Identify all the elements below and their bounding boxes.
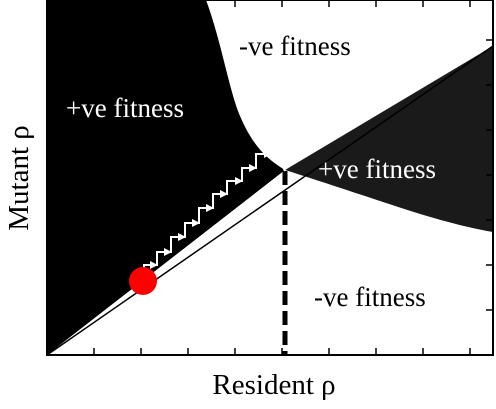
y-axis-label: Mutant ρ bbox=[3, 125, 35, 231]
x-axis-label: Resident ρ bbox=[212, 369, 335, 401]
label-positive-fitness-right: +ve fitness bbox=[318, 154, 436, 184]
label-positive-fitness-upper-left: +ve fitness bbox=[66, 93, 184, 123]
plot-frame bbox=[46, 0, 494, 356]
y-axis-ticks bbox=[47, 39, 54, 311]
label-negative-fitness-top: -ve fitness bbox=[239, 31, 351, 61]
top-axis-ticks bbox=[93, 0, 471, 7]
evolution-staircase-path bbox=[143, 140, 286, 281]
right-axis-ticks bbox=[486, 39, 493, 311]
positive-fitness-region-right bbox=[285, 46, 493, 232]
label-negative-fitness-bottom-right: -ve fitness bbox=[314, 282, 426, 312]
start-point-marker bbox=[129, 267, 157, 295]
diagonal-boundary bbox=[46, 45, 494, 356]
positive-fitness-region-left bbox=[47, 0, 285, 355]
x-axis-ticks bbox=[93, 348, 471, 355]
